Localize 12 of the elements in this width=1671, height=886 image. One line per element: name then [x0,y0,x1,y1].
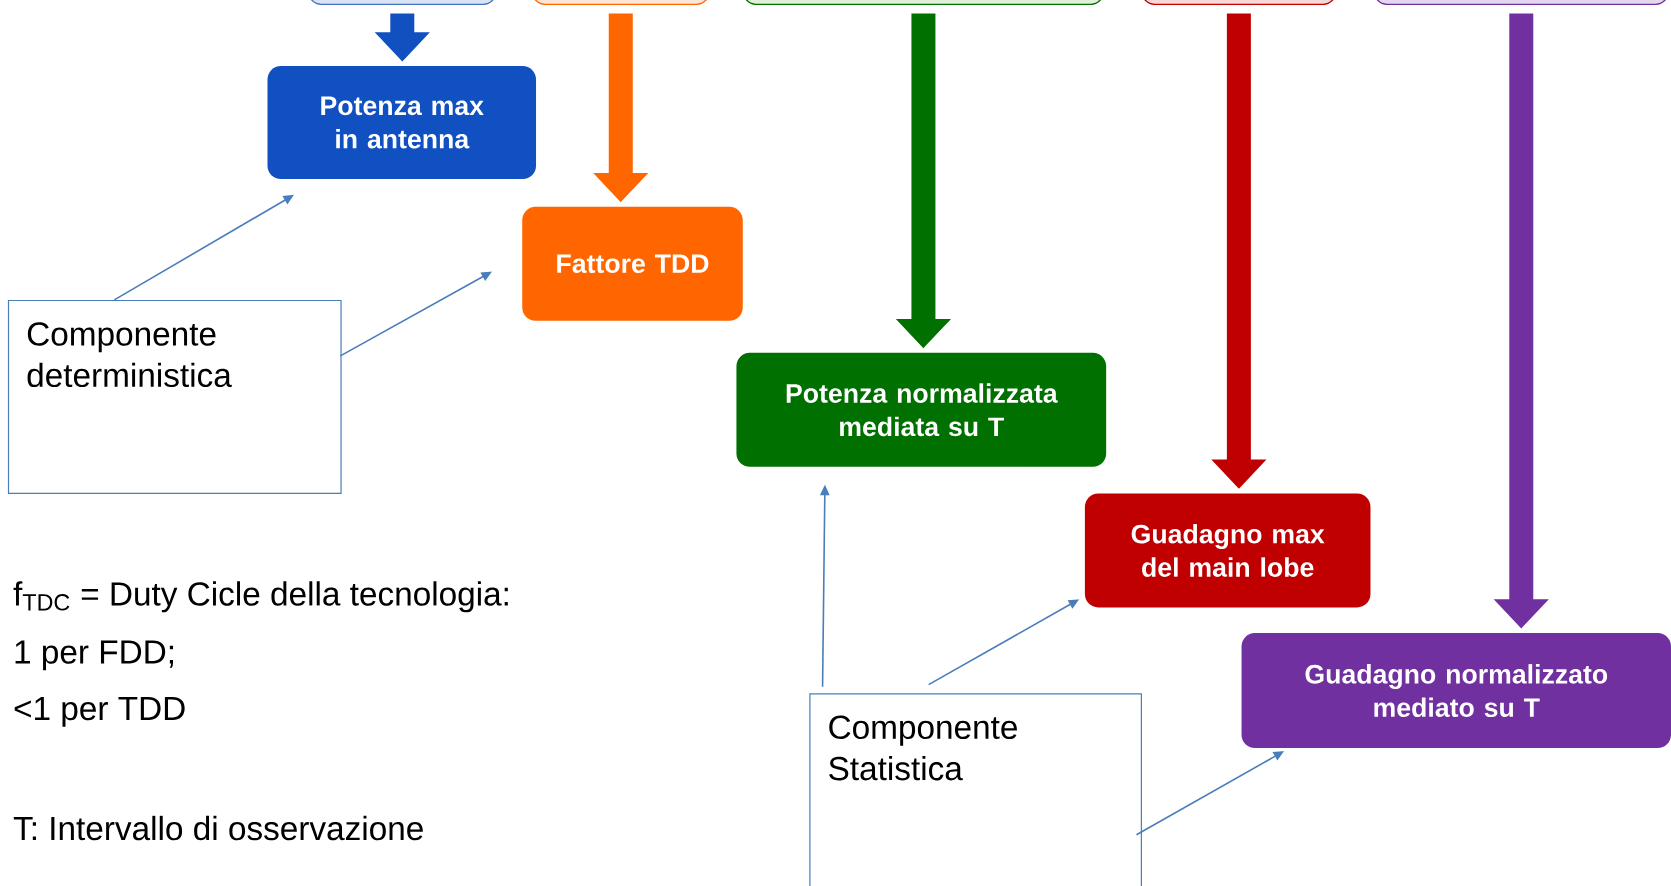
process-box: Fattore TDD [522,206,743,321]
text-box: Componente deterministica [7,299,342,495]
note-text: 1 per FDD; [15,640,174,671]
note-text: f$_{TDC}$ = Duty Cicle della tecnologia: [13,581,508,613]
process-box: Guadagno normalizzato mediato su T [1241,633,1671,749]
box [743,0,1104,5]
note-text: T: Intervallo di osservazione [13,815,423,841]
process-box: Guadagno max del main lobe [1084,493,1371,608]
text-box: Componente Statistica [809,693,1142,886]
process-box: Potenza max in antenna [267,66,537,179]
process-box: Potenza normalizzata mediata su T [736,352,1107,467]
note-text: <1 per TDD [14,696,185,727]
